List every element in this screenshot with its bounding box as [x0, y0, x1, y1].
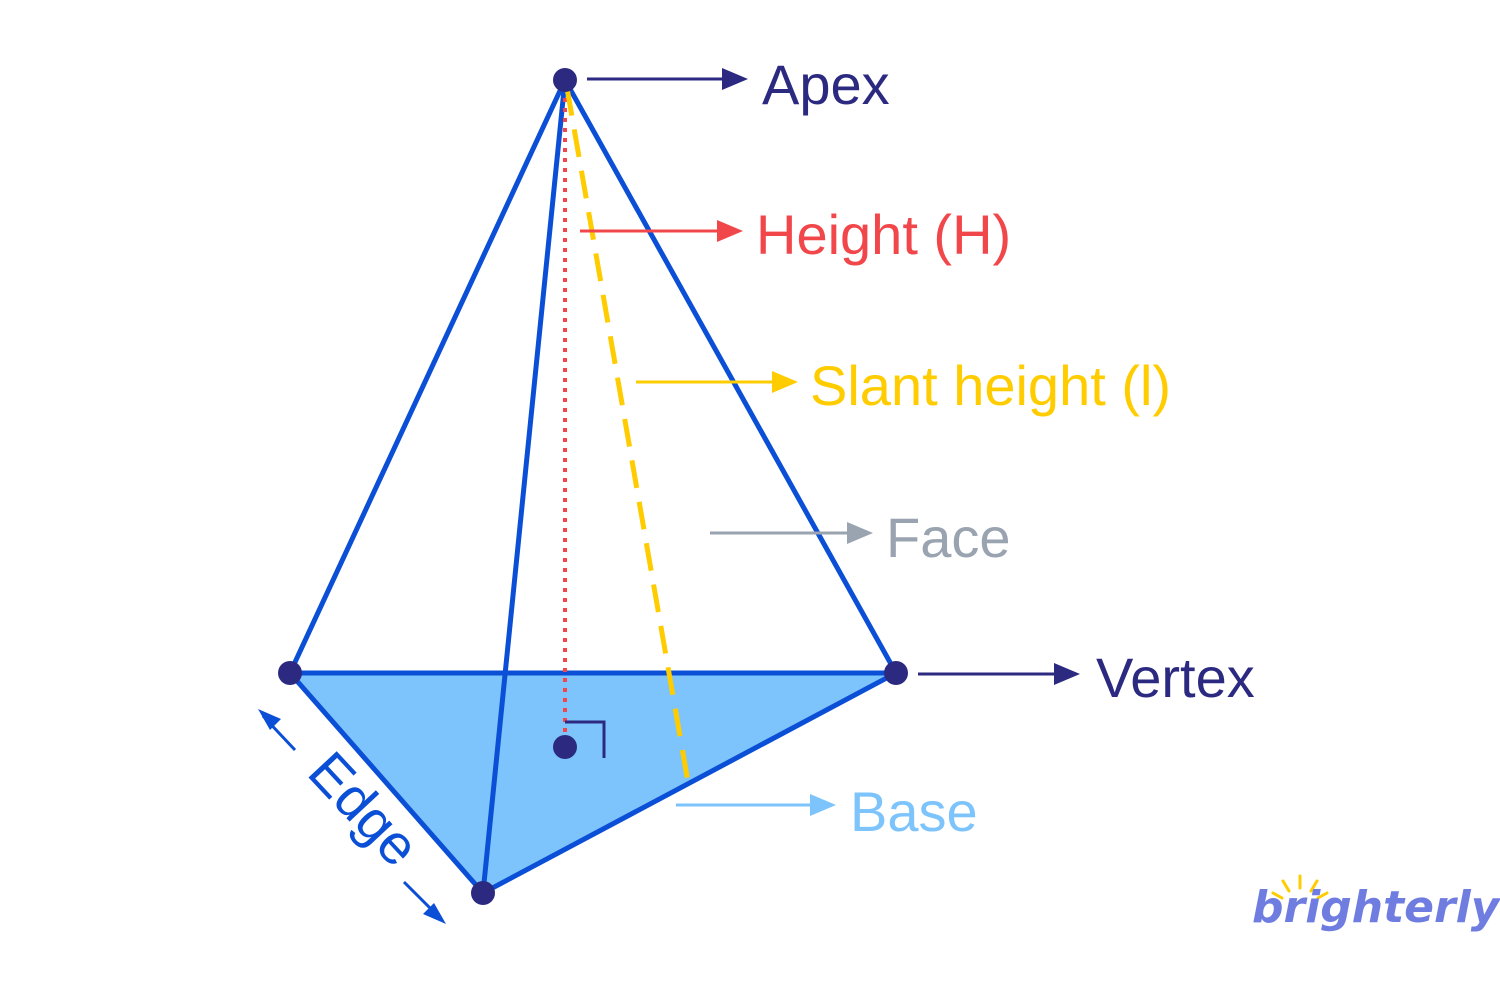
slant-height-arrow: [636, 371, 798, 393]
vertex-label: Vertex: [1096, 646, 1255, 709]
edge-apex-left: [287, 77, 568, 676]
vertex-point-front: [471, 881, 495, 905]
edge-base-right: [480, 670, 899, 896]
brighterly-logo: brighterly: [1252, 874, 1500, 933]
slant-height-label: Slant height (l): [810, 354, 1171, 417]
base-center-point: [553, 735, 577, 759]
slant-height-line: [564, 87, 691, 783]
vertex-arrow: [918, 663, 1080, 685]
sun-icon: [1271, 874, 1329, 900]
face-arrow: [710, 522, 873, 544]
right-angle-marker: [565, 720, 606, 758]
apex-label: Apex: [762, 53, 890, 116]
face-label: Face: [886, 506, 1011, 569]
pyramid-edges: [287, 77, 899, 896]
logo-text: brighterly: [1252, 882, 1500, 933]
apex-arrow: [587, 68, 748, 90]
edge-base-left: [287, 670, 486, 896]
base-arrow: [676, 794, 836, 816]
vertex-point-right: [884, 661, 908, 685]
base-label: Base: [850, 780, 978, 843]
apex-point: [553, 68, 577, 92]
edge-apex-right: [562, 77, 899, 676]
edge-double-arrow: [258, 709, 446, 924]
edge-apex-front: [480, 77, 568, 896]
vertex-point-left: [278, 661, 302, 685]
height-label: Height (H): [756, 203, 1011, 266]
vertex-points: [278, 68, 908, 905]
pyramid-base: [290, 673, 896, 893]
height-arrow: [580, 220, 743, 242]
